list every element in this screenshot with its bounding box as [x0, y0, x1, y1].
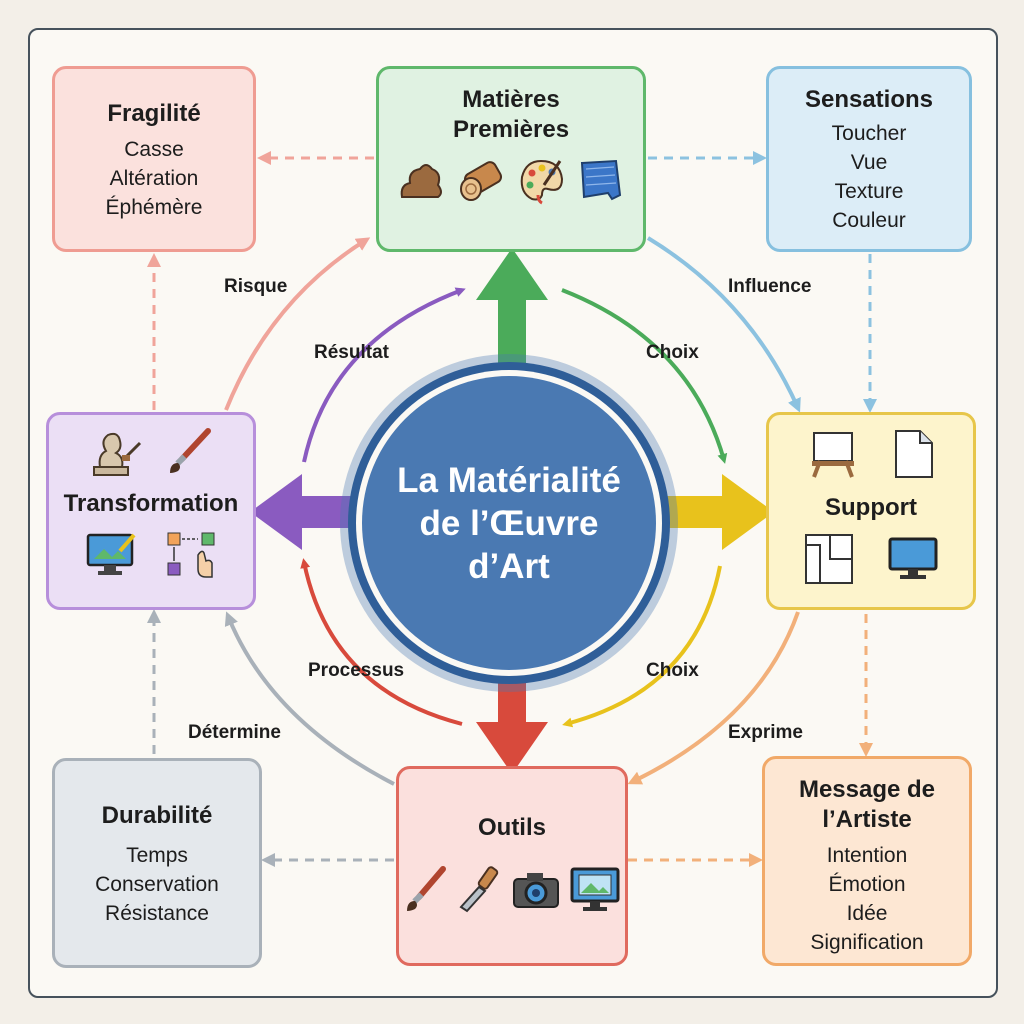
inner-curve-choix-bottom [562, 565, 722, 728]
inner-curve-resultat [302, 287, 466, 463]
curve-arrow-matieres-to-support [646, 236, 801, 413]
clay-icon [400, 164, 442, 198]
node-fragilite-title: Fragilité [107, 100, 201, 127]
node-fragilite-item: Altération [109, 167, 199, 190]
node-durabilite-item: Conservation [95, 873, 219, 896]
node-message-item: Intention [826, 844, 908, 867]
chisel-icon [459, 866, 499, 913]
node-outils-title: Outils [477, 814, 546, 841]
node-support-title: Support [825, 494, 917, 521]
node-durabilite-item: Temps [126, 844, 188, 867]
wood-log-icon [460, 161, 503, 201]
node-transformation: Transformation [46, 412, 256, 610]
thick-arrow-down-red [476, 652, 548, 774]
node-sensations-item: Texture [834, 180, 904, 203]
node-message-item: Signification [810, 931, 924, 954]
node-sensations-title: Sensations [804, 86, 934, 113]
thick-arrow-left-purple [250, 474, 366, 550]
thick-arrow-right-yellow [658, 474, 774, 550]
inner-curve-choix-top [561, 288, 728, 464]
edge-label-risque: Risque [224, 276, 288, 297]
edge-label-influence: Influence [728, 276, 812, 297]
node-durabilite-item: Résistance [105, 902, 209, 925]
paper-sheet-icon [895, 430, 933, 478]
node-message-item: Émotion [828, 873, 906, 896]
camera-icon [513, 873, 559, 908]
wall-panel-icon [805, 534, 853, 584]
edge-label-exprime: Exprime [728, 722, 803, 743]
node-durabilite: Durabilité Temps Conservation Résistance [52, 758, 262, 968]
image-monitor-icon [570, 867, 620, 911]
node-sensations-item: Toucher [831, 122, 907, 145]
node-matieres-premieres: Matières Premières [376, 66, 646, 252]
edge-label-resultat: Résultat [314, 342, 389, 363]
edge-label-choix-top: Choix [646, 342, 699, 363]
paintbrush-icon [407, 866, 446, 911]
curve-arrow-transformation-to-matieres [224, 237, 371, 411]
central-concept-circle: La Matérialité de l’Œuvre d’Art [362, 376, 656, 670]
node-fragilite: Fragilité Casse Altération Éphémère [52, 66, 256, 252]
screen-monitor-icon [888, 537, 938, 579]
node-matieres-title: Matières Premières [452, 86, 570, 143]
node-message-item: Idée [846, 902, 888, 925]
edge-label-determine: Détermine [188, 722, 281, 743]
node-fragilite-item: Casse [124, 138, 184, 161]
process-flow-icon [167, 532, 215, 578]
node-sensations: Sensations Toucher Vue Texture Couleur [766, 66, 972, 252]
node-sensations-item: Couleur [832, 209, 906, 232]
sculpture-icon [93, 432, 142, 476]
edge-label-processus: Processus [308, 660, 405, 681]
node-message-title: Message de l’Artiste [798, 776, 936, 833]
curve-arrow-outils-to-transformation [224, 611, 395, 786]
node-outils: Outils [396, 766, 628, 966]
digital-drawing-monitor-icon [86, 533, 136, 575]
node-fragilite-item: Éphémère [105, 196, 203, 219]
fabric-icon [580, 159, 622, 201]
node-durabilite-title: Durabilité [101, 802, 213, 829]
central-concept-title: La Matérialité de l’Œuvre d’Art [397, 460, 621, 586]
node-support: Support [766, 412, 976, 610]
node-transformation-title: Transformation [63, 490, 239, 517]
node-sensations-item: Vue [850, 151, 888, 174]
easel-canvas-icon [812, 432, 854, 478]
edge-label-choix-bottom: Choix [646, 660, 699, 681]
paintbrush-icon [170, 428, 211, 473]
node-message-artiste: Message de l’Artiste Intention Émotion I… [762, 756, 972, 966]
curve-arrow-support-to-outils [627, 611, 800, 785]
thick-arrow-up-green [476, 248, 548, 372]
inner-curve-processus [300, 558, 463, 726]
paint-palette-icon [520, 159, 564, 205]
